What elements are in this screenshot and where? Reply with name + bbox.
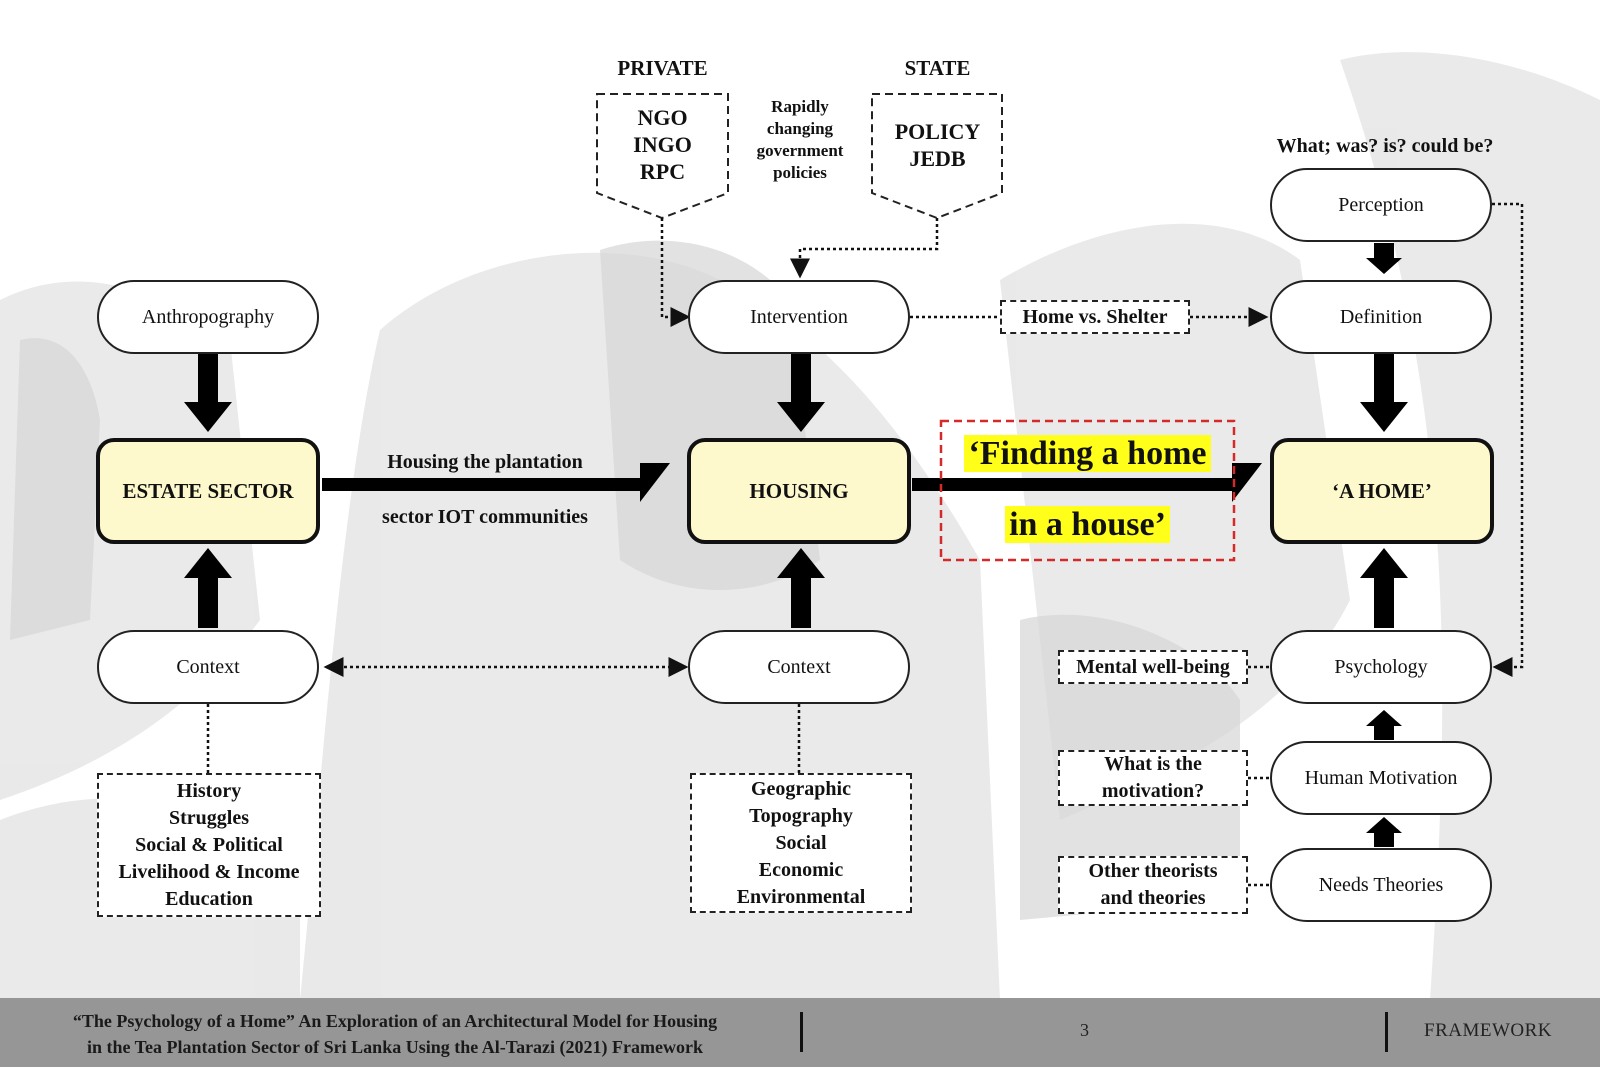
arrow-psychology-to-home [1360, 548, 1408, 628]
state-item-jedb: JEDB [909, 146, 966, 171]
arrow-anthropography-to-estate [184, 354, 232, 432]
state-to-intervention-connector [790, 218, 939, 279]
node-intervention[interactable]: Intervention [688, 280, 910, 354]
mental-wellbeing-text: Mental well-being [1076, 655, 1230, 678]
factor-livelihood-income: Livelihood & Income [118, 860, 300, 883]
finding-home-line1-text: ‘Finding a home [964, 435, 1211, 472]
middle-context-factors: Geographic Topography Social Economic En… [690, 773, 912, 913]
footer-divider [800, 1012, 803, 1052]
factor-history: History [176, 779, 242, 802]
state-label: STATE [904, 56, 971, 80]
arrow-label-top: Housing the plantation [387, 451, 583, 473]
factor-economic: Economic [758, 858, 844, 881]
private-label: PRIVATE [617, 56, 708, 80]
policy-note-line: policies [773, 163, 827, 182]
private-pentagon-shape [596, 93, 729, 220]
factor-topography: Topography [749, 804, 853, 827]
state-pentagon-shape [871, 93, 1003, 220]
node-anthropography[interactable]: Anthropography [97, 280, 319, 354]
policy-note: Rapidly changing government policies [740, 96, 860, 184]
factor-education: Education [165, 887, 253, 910]
node-a-home[interactable]: ‘A HOME’ [1270, 438, 1494, 544]
factor-geographic: Geographic [751, 777, 851, 800]
right-question: What; was? is? could be? [1276, 135, 1494, 157]
perception-to-psychology-connector [1492, 202, 1524, 677]
node-psychology[interactable]: Psychology [1270, 630, 1492, 704]
footer-title: “The Psychology of a Home” An Exploratio… [10, 1008, 780, 1060]
node-needs-theories[interactable]: Needs Theories [1270, 848, 1492, 922]
state-items: POLICY JEDB [872, 118, 1003, 172]
arrow-context-to-housing [777, 548, 825, 628]
mental-wellbeing-box: Mental well-being [1058, 650, 1248, 684]
private-item-ngo: NGO [637, 105, 688, 130]
node-perception[interactable]: Perception [1270, 168, 1492, 242]
arrow-motivation-to-psychology [1366, 710, 1402, 740]
other-theorists-line: and theories [1100, 887, 1206, 909]
arrow-definition-to-home [1360, 354, 1408, 432]
factor-environmental: Environmental [736, 885, 866, 908]
arrow-estate-to-housing [322, 463, 670, 502]
node-housing[interactable]: HOUSING [687, 438, 911, 544]
state-item-policy: POLICY [894, 119, 981, 144]
private-items: NGO INGO RPC [597, 104, 728, 185]
slide-footer: “The Psychology of a Home” An Exploratio… [0, 998, 1600, 1067]
footer-page-number: 3 [1080, 1020, 1089, 1040]
private-item-ingo: INGO [633, 132, 692, 157]
home-vs-shelter-box: Home vs. Shelter [1000, 300, 1190, 334]
other-theorists-box: Other theorists and theories [1058, 856, 1248, 914]
finding-home-line1: ‘Finding a home [941, 435, 1234, 473]
motivation-question-line: motivation? [1101, 780, 1205, 802]
connector-layer [184, 93, 1524, 887]
node-left-context[interactable]: Context [97, 630, 319, 704]
home-vs-shelter-text: Home vs. Shelter [1022, 305, 1168, 328]
motivation-question-box: What is the motivation? [1058, 750, 1248, 806]
footer-section: FRAMEWORK [1424, 1020, 1553, 1041]
finding-home-highlight-frame [939, 419, 1236, 562]
policy-note-line: government [756, 141, 844, 160]
factor-struggles: Struggles [169, 806, 249, 829]
arrow-housing-to-home [912, 463, 1262, 502]
motivation-question-line: What is the [1104, 753, 1202, 775]
left-context-factors: History Struggles Social & Political Liv… [97, 773, 321, 917]
node-estate-sector[interactable]: ESTATE SECTOR [96, 438, 320, 544]
node-human-motivation[interactable]: Human Motivation [1270, 741, 1492, 815]
arrow-intervention-to-housing [777, 354, 825, 432]
arrow-needs-to-motivation [1366, 817, 1402, 847]
factor-social-political: Social & Political [135, 833, 283, 856]
arrow-label-bottom: sector IOT communities [382, 506, 588, 528]
footer-title-line2: in the Tea Plantation Sector of Sri Lank… [87, 1037, 703, 1057]
footer-title-line1: “The Psychology of a Home” An Exploratio… [72, 1011, 718, 1031]
footer-divider [1385, 1012, 1388, 1052]
arrow-perception-to-definition [1366, 243, 1402, 274]
other-theorists-line: Other theorists [1088, 860, 1218, 882]
node-middle-context[interactable]: Context [688, 630, 910, 704]
factor-social: Social [775, 831, 827, 854]
finding-home-line2-text: in a house’ [1005, 506, 1170, 543]
finding-home-line2: in a house’ [941, 506, 1234, 544]
node-definition[interactable]: Definition [1270, 280, 1492, 354]
private-item-rpc: RPC [639, 159, 686, 184]
private-to-intervention-connector [660, 218, 691, 327]
policy-note-line: Rapidly [771, 97, 829, 116]
policy-note-line: changing [766, 119, 834, 138]
arrow-context-to-estate [184, 548, 232, 628]
